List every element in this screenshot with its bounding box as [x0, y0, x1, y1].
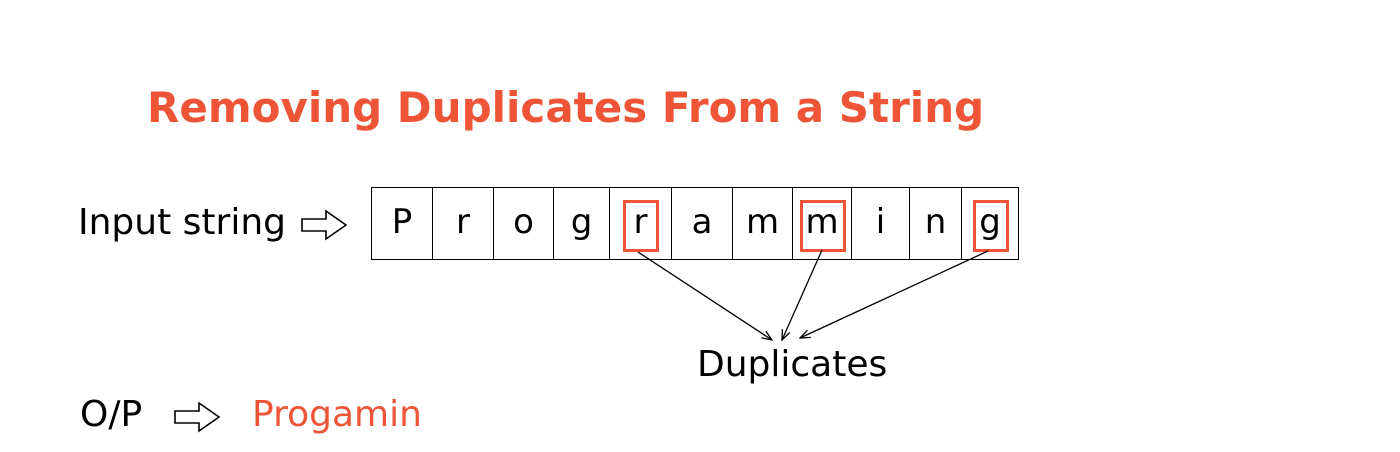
char-cell-letter: n [924, 201, 947, 242]
char-cell: m [793, 188, 852, 259]
duplicate-arrow [800, 250, 989, 338]
output-label: O/P [80, 394, 143, 435]
page-title: Removing Duplicates From a String [147, 83, 985, 132]
char-cell-letter: r [633, 201, 648, 242]
duplicate-arrow [637, 251, 772, 340]
char-cell: o [494, 188, 554, 259]
char-cell-letter: o [513, 201, 534, 242]
char-cell: P [372, 188, 433, 259]
char-cell: i [852, 188, 910, 259]
duplicates-label: Duplicates [697, 344, 888, 385]
char-cell-letter: m [805, 201, 839, 242]
char-cell: r [610, 188, 672, 259]
duplicate-highlight-box [623, 200, 659, 252]
duplicate-highlight-box [799, 200, 846, 252]
char-cell-letter: P [391, 201, 413, 242]
char-cell-letter: a [691, 201, 713, 242]
duplicate-arrow [782, 249, 823, 340]
char-cell: r [433, 188, 494, 259]
char-cell: a [672, 188, 733, 259]
char-cell: n [910, 188, 962, 259]
char-cell: g [962, 188, 1019, 259]
char-cell-letter: m [745, 201, 780, 242]
char-cell-letter: i [875, 201, 886, 242]
output-value: Progamin [252, 394, 422, 435]
char-cell-letter: g [570, 201, 593, 242]
char-cell-letter: g [979, 201, 1001, 242]
char-cell: g [554, 188, 610, 259]
duplicate-highlight-box [972, 200, 1009, 252]
char-cell: m [733, 188, 793, 259]
input-string-label: Input string [78, 202, 287, 243]
char-cell-letter: r [456, 201, 470, 242]
